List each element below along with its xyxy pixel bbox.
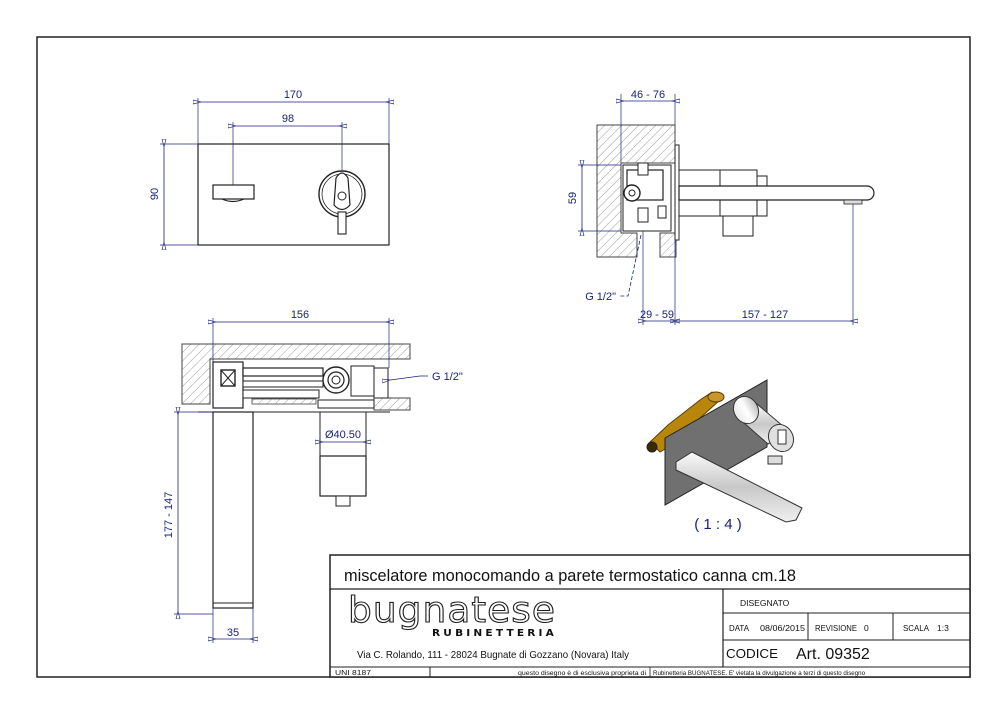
codice-label: CODICE bbox=[726, 646, 778, 661]
spout-length-dim: 177 - 147 bbox=[163, 492, 175, 538]
spout-blade bbox=[675, 451, 803, 523]
front-plate bbox=[197, 143, 390, 246]
front-height-dim: 90 bbox=[149, 188, 161, 200]
spout-top bbox=[212, 411, 254, 609]
data-value: 08/06/2015 bbox=[760, 623, 805, 633]
side-connection-label: G 1/2" bbox=[585, 291, 616, 303]
notice-right: Rubinetteria BUGNATESE. E' vietata la di… bbox=[653, 670, 865, 677]
iso-scale-label: ( 1 : 4 ) bbox=[694, 516, 742, 533]
top-connection-label: G 1/2" bbox=[432, 371, 463, 383]
scala-label: SCALA bbox=[903, 623, 929, 633]
drawing-title: miscelatore monocomando a parete termost… bbox=[344, 566, 796, 585]
spout bbox=[678, 185, 875, 201]
diameter-dim: Ø40.50 bbox=[325, 429, 361, 441]
spout-width-dim: 35 bbox=[227, 627, 239, 639]
lever bbox=[333, 172, 351, 211]
codice-value: Art. 09352 bbox=[796, 646, 870, 663]
side-view: 46 - 76 59 G 1/2" 29 - 59 157 - 127 bbox=[567, 89, 875, 325]
notice-left: questo disegno è di esclusiva proprieta … bbox=[518, 670, 646, 677]
spout-outlet bbox=[212, 184, 255, 200]
brand-sub: RUBINETTERIA bbox=[432, 628, 557, 639]
front-spacing-dim: 98 bbox=[282, 113, 294, 125]
company-address: Via C. Rolando, 111 - 28024 Bugnate di G… bbox=[357, 649, 630, 661]
norm-label: UNI 8187 bbox=[335, 668, 371, 677]
spout-projection-dim: 157 - 127 bbox=[742, 309, 788, 321]
side-height-dim: 59 bbox=[567, 192, 579, 204]
revisione-value: 0 bbox=[864, 623, 869, 633]
front-width-dim: 170 bbox=[284, 89, 302, 101]
wall-section bbox=[596, 124, 676, 258]
disegnato-label: DISEGNATO bbox=[740, 598, 790, 608]
revisione-label: REVISIONE bbox=[815, 623, 857, 633]
offset-dim: 29 - 59 bbox=[640, 309, 674, 321]
scala-value: 1:3 bbox=[937, 623, 949, 633]
wall-depth-dim: 46 - 76 bbox=[631, 89, 665, 101]
brand-logo: bugnatese bbox=[348, 590, 556, 631]
title-block: miscelatore monocomando a parete termost… bbox=[329, 554, 971, 678]
front-view: 170 98 90 bbox=[149, 89, 389, 245]
data-label: DATA bbox=[729, 623, 749, 633]
top-view: 156 G 1/2" Ø40.50 177 - 147 35 bbox=[163, 309, 463, 643]
iso-view: ( 1 : 4 ) bbox=[646, 379, 803, 533]
top-length-dim: 156 bbox=[291, 309, 309, 321]
